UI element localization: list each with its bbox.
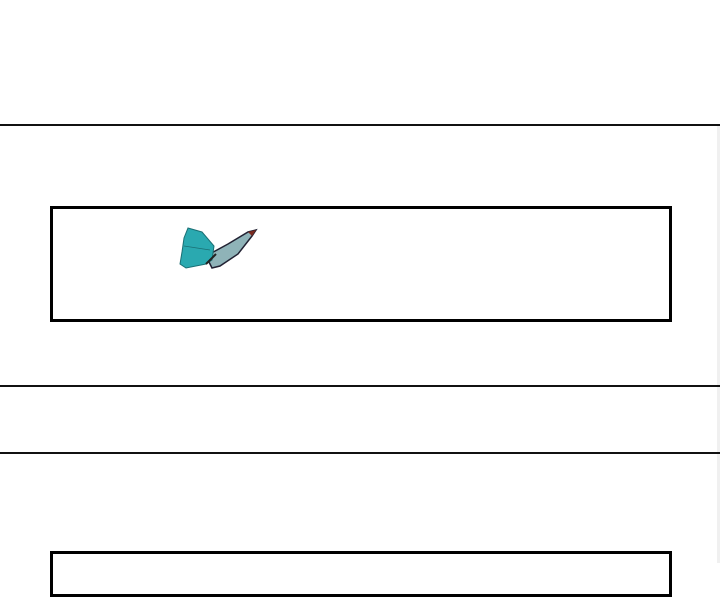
panel-2-top-rule xyxy=(0,452,720,454)
panel-top-rule xyxy=(0,124,720,126)
panel-bottom-rule xyxy=(0,385,720,387)
panel-right-edge xyxy=(717,126,720,563)
butterfly-icon[interactable] xyxy=(176,224,260,274)
scene-frame-2 xyxy=(50,551,672,597)
scene-frame-1 xyxy=(50,206,672,322)
